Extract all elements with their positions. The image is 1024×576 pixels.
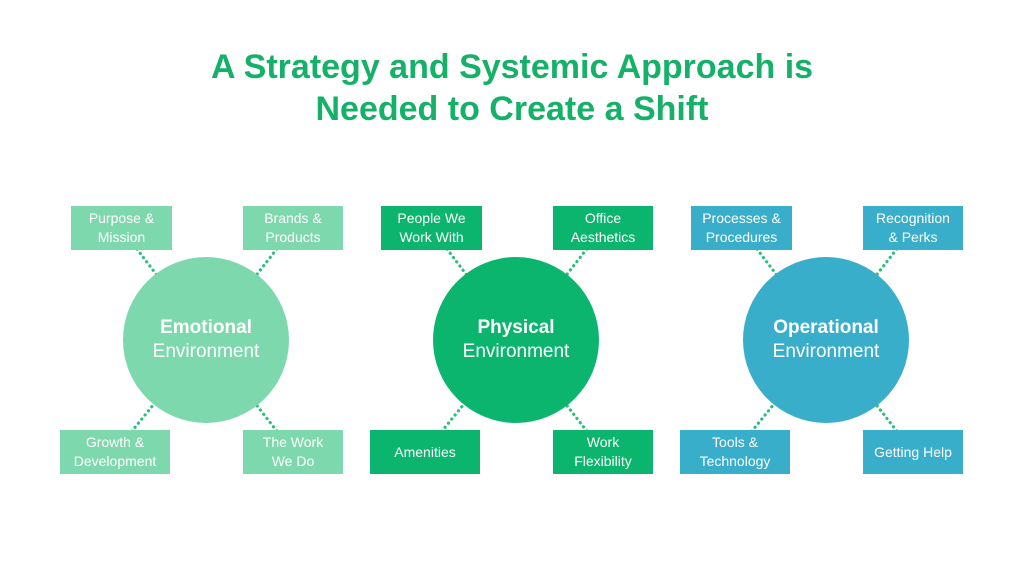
group-emotional: Purpose & Mission Brands & Products Grow… bbox=[51, 200, 361, 476]
node-processes-procedures: Processes & Procedures bbox=[691, 206, 792, 250]
title-line-1: A Strategy and Systemic Approach is bbox=[210, 48, 814, 86]
circle-subtitle: Environment bbox=[152, 341, 260, 362]
circle-operational-environment: Operational Environment bbox=[743, 257, 909, 423]
node-label: Growth & Development bbox=[73, 434, 157, 469]
node-label: Office Aesthetics bbox=[570, 210, 636, 245]
node-label: Brands & Products bbox=[264, 210, 322, 245]
node-label: The Work We Do bbox=[262, 434, 324, 469]
circle-title: Emotional bbox=[160, 317, 252, 338]
node-amenities: Amenities bbox=[370, 430, 480, 474]
node-tools-technology: Tools & Technology bbox=[680, 430, 790, 474]
circle-title: Operational bbox=[773, 317, 879, 338]
title-line-2: Needed to Create a Shift bbox=[315, 90, 709, 128]
node-brands-products: Brands & Products bbox=[243, 206, 343, 250]
node-work-flexibility: Work Flexibility bbox=[553, 430, 653, 474]
node-office-aesthetics: Office Aesthetics bbox=[553, 206, 653, 250]
circle-subtitle: Environment bbox=[462, 341, 570, 362]
slide-title: A Strategy and Systemic Approach is Need… bbox=[0, 46, 1024, 130]
node-label: Amenities bbox=[394, 443, 456, 460]
node-label: Work Flexibility bbox=[574, 434, 632, 469]
node-label: Purpose & Mission bbox=[88, 210, 155, 245]
node-recognition-perks: Recognition & Perks bbox=[863, 206, 963, 250]
node-purpose-mission: Purpose & Mission bbox=[71, 206, 172, 250]
node-people-we-work-with: People We Work With bbox=[381, 206, 482, 250]
circle-emotional-environment: Emotional Environment bbox=[123, 257, 289, 423]
node-label: Recognition & Perks bbox=[876, 210, 950, 245]
node-growth-development: Growth & Development bbox=[60, 430, 170, 474]
node-label: Tools & Technology bbox=[699, 434, 771, 469]
group-physical: People We Work With Office Aesthetics Am… bbox=[361, 200, 671, 476]
node-label: Processes & Procedures bbox=[702, 210, 781, 245]
node-the-work-we-do: The Work We Do bbox=[243, 430, 343, 474]
group-operational: Processes & Procedures Recognition & Per… bbox=[671, 200, 981, 476]
circle-subtitle: Environment bbox=[772, 341, 880, 362]
node-label: Getting Help bbox=[874, 443, 952, 460]
circle-title: Physical bbox=[477, 317, 555, 338]
node-getting-help: Getting Help bbox=[863, 430, 963, 474]
node-label: People We Work With bbox=[397, 210, 466, 245]
circle-physical-environment: Physical Environment bbox=[433, 257, 599, 423]
